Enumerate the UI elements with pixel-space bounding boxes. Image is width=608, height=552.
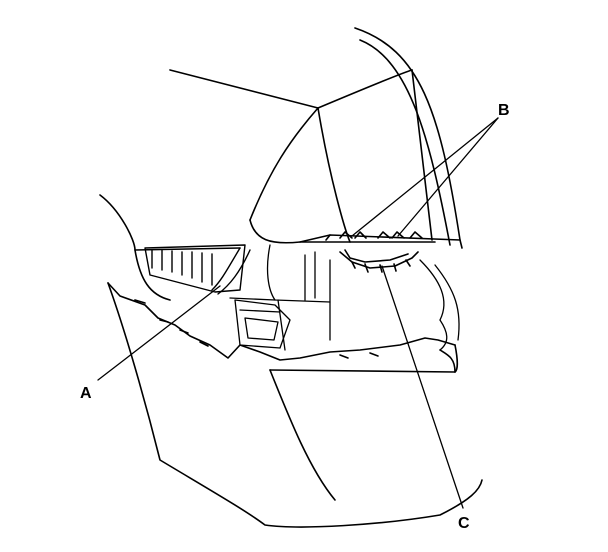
bumper-cover <box>107 282 483 528</box>
callout-c-label: C <box>458 515 470 532</box>
leader-line-b-left <box>351 117 499 237</box>
callout-a-label: A <box>80 385 92 402</box>
leader-line-c <box>381 265 464 509</box>
tail-lamp-grille <box>144 244 251 295</box>
leader-line-b-right <box>397 117 499 237</box>
callout-b-label: B <box>498 102 510 119</box>
leader-lines <box>97 117 499 509</box>
inner-frame <box>229 244 460 351</box>
bumper-upper-edge <box>299 231 463 249</box>
fastener-clip <box>339 249 419 273</box>
vehicle-body <box>99 27 461 301</box>
leader-line-a <box>97 285 221 381</box>
